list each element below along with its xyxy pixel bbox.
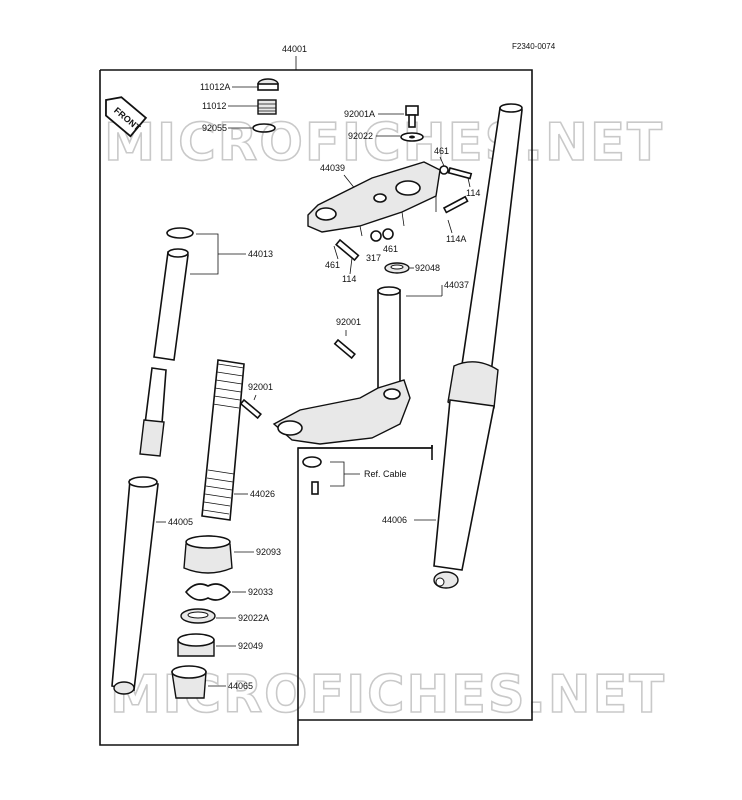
label-44037: 44037 (444, 280, 469, 290)
part-cable-clip (302, 456, 322, 468)
label-461-mid: 461 (383, 244, 398, 254)
part-washer-461-top (439, 165, 449, 175)
label-92049: 92049 (238, 641, 263, 651)
label-317: 317 (366, 253, 381, 263)
label-114-top: 114 (466, 188, 480, 198)
label-461-top: 461 (434, 146, 449, 156)
part-oring-92055 (252, 123, 276, 133)
label-44039: 44039 (320, 163, 345, 173)
label-461-left: 461 (325, 260, 340, 270)
label-ref-cable: Ref. Cable (364, 469, 407, 479)
part-ring-44013 (166, 227, 194, 239)
label-11012A: 11012A (200, 82, 230, 92)
part-nut-461-mid (370, 230, 382, 242)
assembly-frame-step (298, 445, 433, 449)
label-44006: 44006 (382, 515, 407, 525)
figure-code: F2340-0074 (512, 42, 556, 51)
label-92093: 92093 (256, 547, 281, 557)
label-92033: 92033 (248, 587, 273, 597)
label-114A: 114A (446, 234, 466, 244)
part-inner-tube (153, 251, 189, 361)
part-plug-11012 (257, 99, 277, 115)
label-92001-left: 92001 (248, 382, 273, 392)
watermark-top: MICROFICHES.NET (104, 113, 664, 173)
part-lower-bracket (272, 379, 411, 445)
label-44001: 44001 (282, 44, 307, 54)
label-11012: 11012 (202, 101, 226, 111)
part-spring-44026 (201, 359, 245, 521)
part-bolt-92001-mid (333, 338, 356, 360)
part-bolt-114-lower (335, 238, 360, 262)
label-92022A: 92022A (238, 613, 269, 623)
label-92001A: 92001A (344, 109, 375, 119)
part-nut-461-right (382, 228, 394, 240)
part-cap-11012A-body (257, 83, 279, 91)
label-44005: 44005 (168, 517, 193, 527)
part-bolt-92001A (405, 105, 419, 116)
part-clip-92033 (184, 583, 232, 601)
part-outer-tube-44005 (111, 479, 159, 691)
label-92001-mid: 92001 (336, 317, 361, 327)
part-cable-screw (311, 481, 319, 495)
part-bolt-114-top (447, 167, 473, 180)
label-44026: 44026 (250, 489, 275, 499)
label-114-lower: 114 (342, 274, 356, 284)
label-44065: 44065 (228, 681, 253, 691)
label-92022: 92022 (348, 131, 373, 141)
part-bolt-114A (442, 195, 469, 214)
label-44013: 44013 (248, 249, 273, 259)
label-92048: 92048 (415, 263, 440, 273)
label-92055: 92055 (202, 123, 227, 133)
part-bolt-92001-left (239, 398, 262, 420)
